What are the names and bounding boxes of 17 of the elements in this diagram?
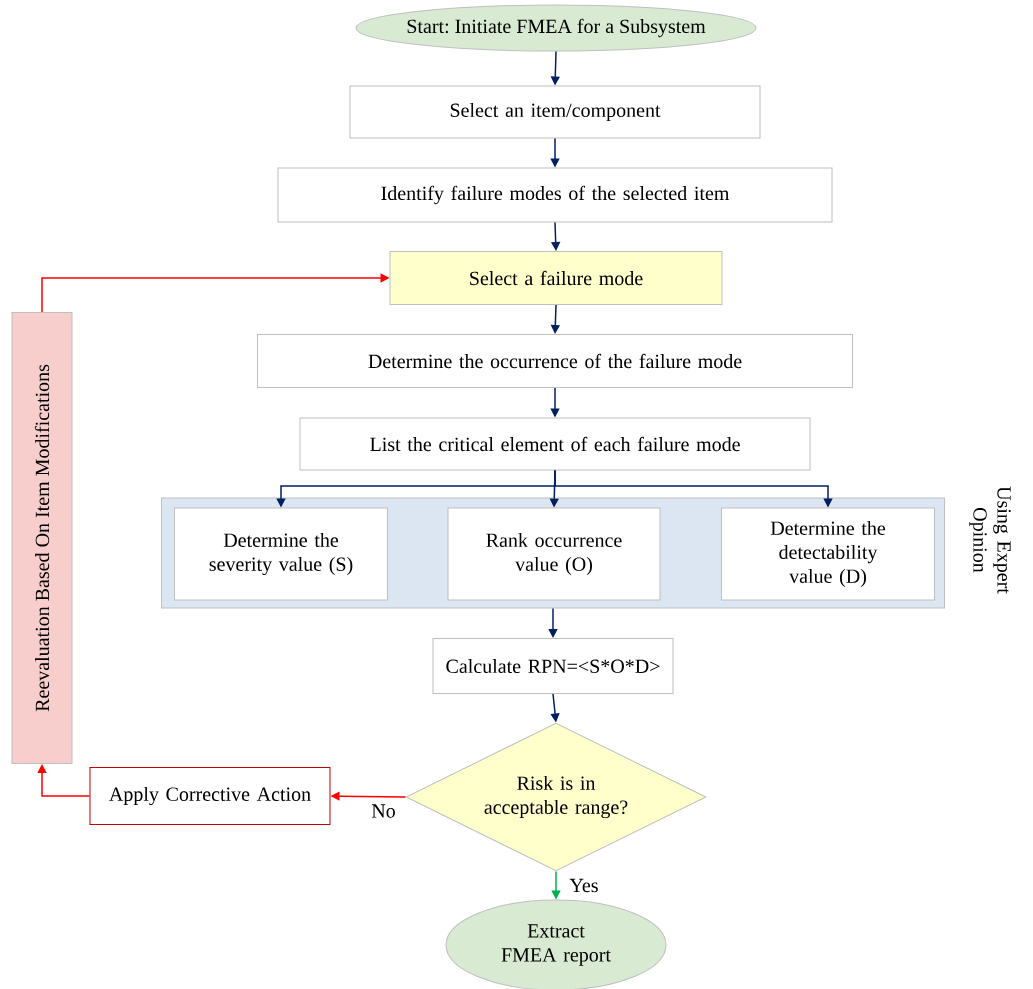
process-box: Determine the severity value (S) — [174, 507, 388, 601]
arrow — [37, 764, 91, 797]
process-box: Select a failure mode — [389, 251, 723, 305]
vertical-box: Reevaluation Based On Item Modifications — [11, 312, 73, 764]
arrow — [548, 607, 558, 638]
edge-label: No — [370, 803, 397, 819]
process-box: Calculate RPN=<S*O*D> — [432, 638, 674, 694]
node-label: Using Expert Opinion — [969, 486, 1011, 594]
arrow — [551, 221, 561, 251]
process-box: Identify failure modes of the selected item — [277, 167, 833, 223]
process-box: Apply Corrective Action — [89, 767, 331, 825]
process-box: List the critical element of each failure mode — [299, 417, 811, 471]
process-box: Determine the detectability value (D) — [721, 507, 935, 601]
process-box: Determine the occurrence of the failure mode — [257, 334, 853, 388]
edge-label: Yes — [568, 877, 600, 894]
process-box: Rank occurrence value (O) — [447, 507, 661, 601]
process-box: Select an item/component — [349, 85, 761, 139]
